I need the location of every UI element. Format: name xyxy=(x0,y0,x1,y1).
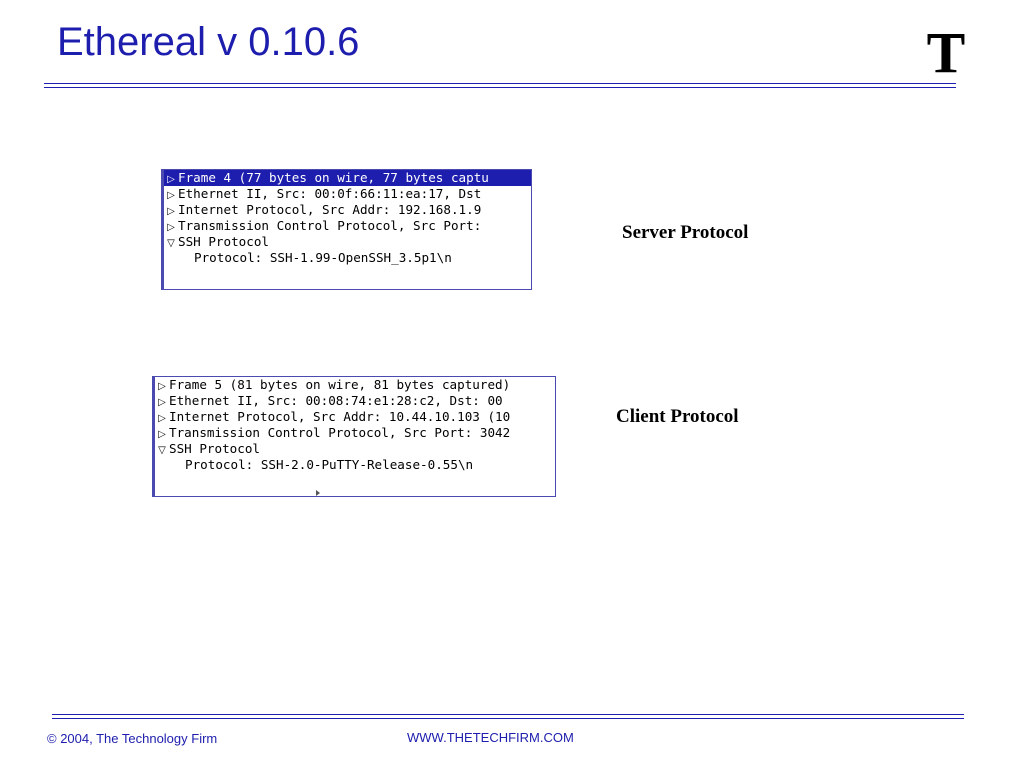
footer-rule-top xyxy=(52,714,964,715)
tree-row-ssh-protocol[interactable]: Protocol: SSH-1.99-OpenSSH_3.5p1\n xyxy=(164,250,531,266)
expand-arrow-icon[interactable]: ▷ xyxy=(158,429,166,440)
expand-arrow-icon[interactable]: ▷ xyxy=(158,397,166,408)
header-rule-bottom xyxy=(44,87,956,88)
row-text: Ethernet II, Src: 00:08:74:e1:28:c2, Dst… xyxy=(169,393,503,408)
row-text: Protocol: SSH-2.0-PuTTY-Release-0.55\n xyxy=(185,457,474,472)
expand-arrow-icon[interactable]: ▷ xyxy=(167,190,175,201)
row-text: SSH Protocol xyxy=(178,234,269,249)
tree-row-ethernet[interactable]: ▷Ethernet II, Src: 00:08:74:e1:28:c2, Ds… xyxy=(155,393,555,409)
row-text: Protocol: SSH-1.99-OpenSSH_3.5p1\n xyxy=(194,250,452,265)
row-text: Ethernet II, Src: 00:0f:66:11:ea:17, Dst xyxy=(178,186,482,201)
logo-letter: T xyxy=(927,22,966,78)
client-packet-tree[interactable]: ▷Frame 5 (81 bytes on wire, 81 bytes cap… xyxy=(152,376,556,497)
tree-row-tcp[interactable]: ▷Transmission Control Protocol, Src Port… xyxy=(155,425,555,441)
tree-row-ip[interactable]: ▷Internet Protocol, Src Addr: 10.44.10.1… xyxy=(155,409,555,425)
expand-arrow-icon[interactable]: ▷ xyxy=(167,206,175,217)
tree-row-frame[interactable]: ▷Frame 5 (81 bytes on wire, 81 bytes cap… xyxy=(155,377,555,393)
row-text: Frame 4 (77 bytes on wire, 77 bytes capt… xyxy=(178,170,489,185)
server-protocol-label: Server Protocol xyxy=(622,222,749,243)
tree-row-ip[interactable]: ▷Internet Protocol, Src Addr: 192.168.1.… xyxy=(164,202,531,218)
tree-row-frame[interactable]: ▷Frame 4 (77 bytes on wire, 77 bytes cap… xyxy=(164,170,531,186)
row-text: Internet Protocol, Src Addr: 10.44.10.10… xyxy=(169,409,511,424)
tree-row-tcp[interactable]: ▷Transmission Control Protocol, Src Port… xyxy=(164,218,531,234)
expand-arrow-icon[interactable]: ▷ xyxy=(167,222,175,233)
row-text: Frame 5 (81 bytes on wire, 81 bytes capt… xyxy=(169,377,511,392)
footer-rule-bottom xyxy=(52,718,964,719)
client-protocol-label: Client Protocol xyxy=(616,406,739,427)
tree-row-ssh-protocol[interactable]: Protocol: SSH-2.0-PuTTY-Release-0.55\n xyxy=(155,457,555,473)
expand-arrow-icon[interactable]: ▷ xyxy=(158,381,166,392)
expand-arrow-icon[interactable]: ▷ xyxy=(167,174,175,185)
collapse-arrow-icon[interactable]: ▽ xyxy=(158,445,166,456)
tree-row-ssh[interactable]: ▽SSH Protocol xyxy=(155,441,555,457)
server-packet-tree[interactable]: ▷Frame 4 (77 bytes on wire, 77 bytes cap… xyxy=(161,169,532,290)
techfirm-logo: T xyxy=(927,22,966,78)
website-link[interactable]: WWW.THETECHFIRM.COM xyxy=(407,730,574,745)
slide-title: Ethereal v 0.10.6 xyxy=(57,20,360,64)
collapse-arrow-icon[interactable]: ▽ xyxy=(167,238,175,249)
header-rule-top xyxy=(44,83,956,84)
mouse-cursor-icon xyxy=(316,490,320,496)
expand-arrow-icon[interactable]: ▷ xyxy=(158,413,166,424)
tree-row-ethernet[interactable]: ▷Ethernet II, Src: 00:0f:66:11:ea:17, Ds… xyxy=(164,186,531,202)
row-text: SSH Protocol xyxy=(169,441,260,456)
tree-row-ssh[interactable]: ▽SSH Protocol xyxy=(164,234,531,250)
row-text: Transmission Control Protocol, Src Port:… xyxy=(169,425,511,440)
copyright-text: © 2004, The Technology Firm xyxy=(47,731,218,746)
row-text: Transmission Control Protocol, Src Port: xyxy=(178,218,482,233)
row-text: Internet Protocol, Src Addr: 192.168.1.9 xyxy=(178,202,482,217)
